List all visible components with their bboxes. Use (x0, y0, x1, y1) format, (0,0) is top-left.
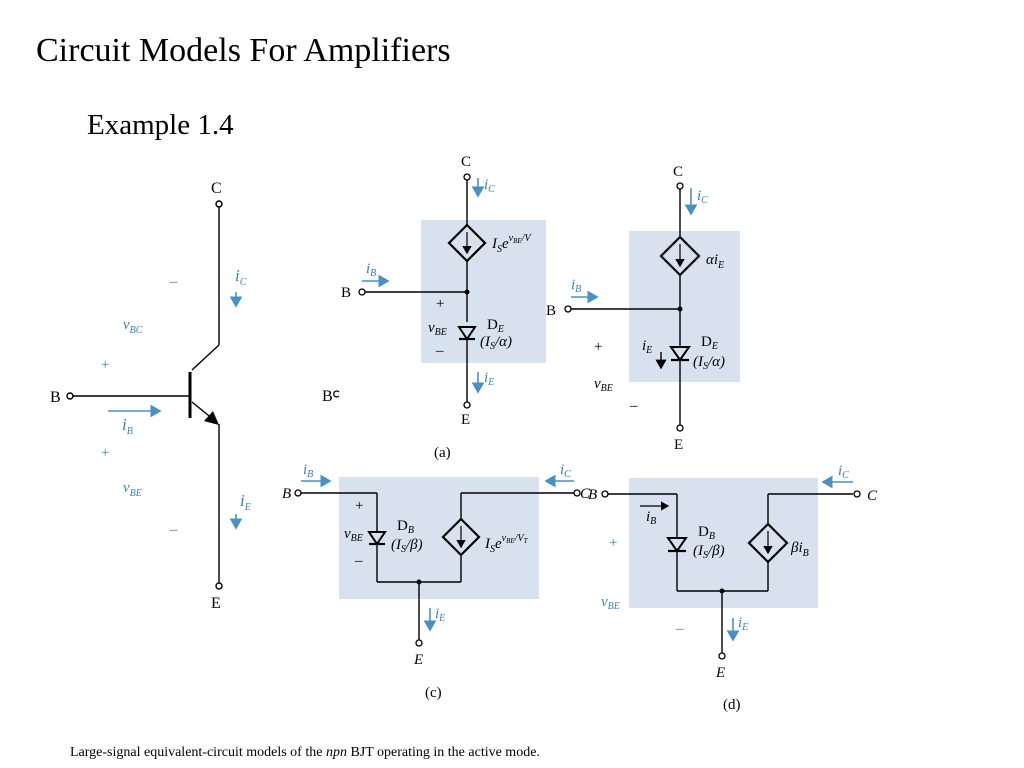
transistor-ib-label: iB (122, 415, 133, 437)
caption-suffix: BJT operating in the active mode. (346, 745, 540, 760)
transistor-base-label: B (50, 389, 61, 406)
transistor-vbe-plus: + (100, 445, 110, 461)
panel-d-caption: (d) (723, 697, 741, 713)
panel-d-base-label: B (588, 487, 597, 503)
transistor-vbe-minus: – (169, 522, 178, 538)
transistor-emitter-arrow (204, 411, 219, 425)
panel-d-emitter-label: E (715, 665, 725, 681)
panel-c-collector-terminal (573, 489, 581, 497)
panel-c-plus: + (355, 498, 363, 514)
caption-emph: npn (325, 745, 347, 760)
panel-c-minus: – (354, 553, 363, 569)
npn-transistor-symbol: C B E iC iB iE – vBC + + vBE – B (50, 180, 340, 612)
panel-b-vbe-label: vBE (594, 376, 613, 394)
panel-a-diode-param: (IS/α) (480, 334, 512, 352)
transistor-vbc-minus: – (169, 274, 178, 290)
panel-b-collector-label: C (673, 164, 683, 180)
panel-a-vbe-label: vBE (428, 320, 447, 338)
panel-c-source-label: ISevBE/VT (484, 533, 529, 555)
panel-c-collector-label: C (580, 486, 591, 502)
panel-c-diode-name: DB (397, 518, 414, 536)
panel-c-ib-label: iB (303, 462, 313, 480)
panel-d-emitter-terminal (718, 652, 726, 660)
panel-d-collector-terminal (853, 490, 861, 498)
panel-a-emitter-terminal (463, 401, 471, 409)
transistor-collector-terminal (215, 200, 223, 208)
panel-b-ib-label: iB (571, 277, 581, 295)
panel-b-collector-terminal (676, 182, 684, 190)
panel-a-caption: (a) (434, 445, 451, 461)
panel-b: C αiE B E DE (IS/α) iE iC iB + vBE – (546, 164, 740, 453)
panel-a-diode (457, 326, 477, 341)
transistor-base-terminal (66, 392, 74, 400)
panel-d-ie-label: iE (738, 615, 748, 633)
panel-d-diode-param: (IS/β) (693, 543, 725, 561)
panel-a-source-label: ISevBE/V (491, 233, 532, 255)
partial-base-label: B (322, 388, 333, 405)
panel-c-diode (367, 531, 387, 546)
transistor-ic-label: iC (235, 266, 247, 288)
panel-d-diode-name: DB (698, 524, 715, 542)
panel-d-ic-label: iC (838, 463, 849, 481)
transistor-emitter-terminal (215, 582, 223, 590)
panel-b-diode-param: (IS/α) (693, 354, 725, 372)
panel-a-collector-terminal (463, 173, 471, 181)
slide-subtitle: Example 1.4 (87, 109, 234, 141)
panel-a-emitter-label: E (461, 412, 470, 428)
panel-b-ic-label: iC (697, 188, 708, 206)
transistor-emitter-label: E (211, 595, 221, 612)
panel-c-ie-label: iE (435, 606, 445, 624)
panel-d-collector-label: C (867, 488, 878, 504)
panel-d-source-label: βiB (790, 540, 809, 559)
panel-a-plus: + (436, 296, 444, 312)
panel-a-ic-label: iC (484, 177, 495, 195)
panel-b-emitter-terminal (676, 424, 684, 432)
panel-d-minus: – (675, 621, 684, 637)
partial-base-terminal (333, 390, 340, 398)
panel-c-emitter-label: E (413, 652, 423, 668)
transistor-vbc-label: vBC (123, 317, 143, 336)
transistor-vbc-plus: + (100, 357, 110, 373)
panel-a-ib-label: iB (366, 261, 376, 279)
panel-d: B E C βiB iB DB (IS/β) iC iE + vBE – (d) (588, 463, 878, 713)
caption-prefix: Large-signal equivalent-circuit models o… (70, 745, 326, 760)
panel-a-base-terminal (358, 288, 366, 296)
panel-a-minus: – (435, 343, 444, 359)
panel-a-base-label: B (341, 285, 351, 301)
panel-b-base-terminal (564, 305, 572, 313)
circuit-diagram: C B E iC iB iE – vBC + + vBE – B C (50, 154, 878, 713)
panel-c-caption: (c) (425, 685, 442, 701)
panel-d-diode (666, 537, 688, 553)
panel-b-base-label: B (546, 303, 556, 319)
slide-title: Circuit Models For Amplifiers (36, 32, 451, 69)
panel-b-box (629, 231, 740, 382)
panel-b-minus: – (629, 398, 638, 414)
panel-c-diode-param: (IS/β) (391, 537, 423, 555)
panel-c-ic-label: iC (560, 462, 571, 480)
panel-b-diode-name: DE (701, 334, 718, 352)
panel-a: C ISevBE/V B E DE (IS/α) + vBE – iC iB i… (341, 154, 546, 461)
figure-caption: Large-signal equivalent-circuit models o… (70, 745, 540, 761)
panel-d-plus: + (608, 535, 618, 551)
transistor-collector-lead (191, 344, 220, 371)
panel-a-diode-name: DE (487, 317, 504, 335)
panel-d-base-terminal (601, 490, 609, 498)
panel-a-ie-label: iE (484, 370, 494, 388)
panel-d-vbe-label: vBE (601, 594, 620, 612)
transistor-vbe-label: vBE (123, 480, 142, 499)
transistor-collector-label: C (211, 180, 222, 197)
panel-b-plus: + (594, 339, 602, 355)
panel-c-emitter-terminal (415, 639, 423, 647)
panel-c-base-label: B (282, 486, 291, 502)
panel-b-ie-inner-label: iE (642, 338, 652, 356)
panel-a-collector-label: C (461, 154, 471, 170)
panel-b-source-label: αiE (706, 252, 724, 271)
panel-c-vbe-label: vBE (344, 526, 363, 544)
panel-c: B E C ISevBE/VT DB (IS/β) + vBE – iB iC … (282, 462, 591, 701)
transistor-ie-label: iE (240, 491, 251, 513)
panel-c-base-terminal (294, 489, 302, 497)
panel-b-diode (669, 346, 691, 362)
panel-d-ib-inner-label: iB (646, 509, 656, 527)
panel-b-emitter-label: E (674, 437, 683, 453)
